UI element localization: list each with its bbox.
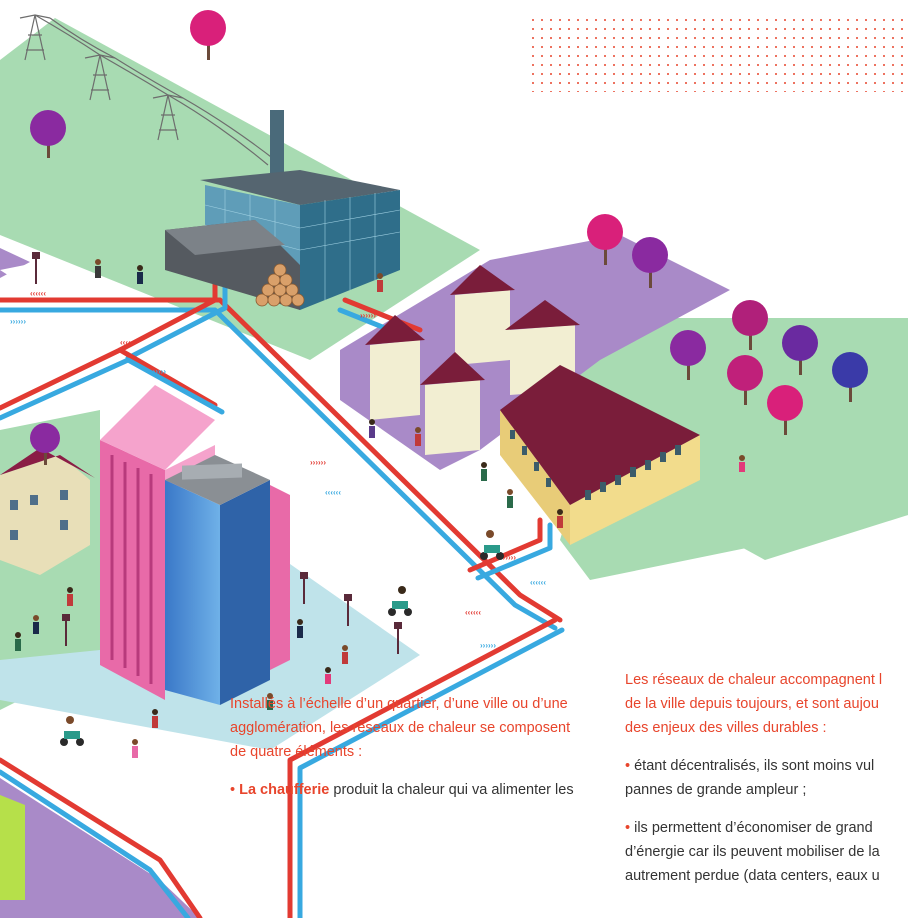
person xyxy=(33,615,39,634)
person xyxy=(67,587,73,606)
scooter xyxy=(60,716,84,746)
residential-plot-bottom xyxy=(0,778,200,918)
heat-network xyxy=(0,247,565,918)
hot-pipe-bottom xyxy=(287,617,558,918)
bullet-item-continued: pannes de grande ampleur ; xyxy=(625,782,807,798)
person xyxy=(152,709,158,728)
tree xyxy=(190,10,226,60)
tree xyxy=(767,385,803,435)
cold-pipe-bottom xyxy=(297,627,565,918)
person xyxy=(137,265,143,284)
cold-pipe-main xyxy=(0,307,558,631)
flow-arrow: ‹‹‹‹‹‹ xyxy=(120,338,136,347)
people xyxy=(15,259,745,758)
person xyxy=(342,645,348,664)
blue-tower xyxy=(165,455,290,705)
person xyxy=(739,455,745,472)
person xyxy=(297,619,303,638)
person xyxy=(507,489,513,508)
flow-arrow: ‹‹‹‹‹‹ xyxy=(325,488,341,497)
person xyxy=(369,419,375,438)
hot-pipe-main xyxy=(0,297,563,623)
flow-arrow: ‹‹‹‹‹‹ xyxy=(530,578,546,587)
person xyxy=(481,462,487,481)
townhouse xyxy=(420,352,485,455)
hot-pipe-houses xyxy=(342,297,423,333)
townhouse xyxy=(450,265,515,365)
component-title: La chaufferie xyxy=(239,782,330,798)
scooters xyxy=(60,530,504,746)
road-diagonal xyxy=(0,262,560,600)
person xyxy=(95,259,101,278)
pink-tower-wing xyxy=(270,485,290,670)
intro-line: Installés à l’échelle d’un quartier, d’u… xyxy=(230,696,568,712)
street-lamp xyxy=(300,572,308,604)
tree xyxy=(732,300,768,350)
person xyxy=(15,632,21,651)
flow-arrow: ›››››› xyxy=(500,553,516,562)
heating-plant xyxy=(165,110,401,310)
intro-line: Les réseaux de chaleur accompagnent l xyxy=(625,672,883,688)
dot-pattern xyxy=(525,14,908,92)
description-right: Les réseaux de chaleur accompagnent l de… xyxy=(625,668,882,888)
person xyxy=(132,739,138,758)
intro-line: des enjeux des villes durables : xyxy=(625,720,827,736)
street-lamp xyxy=(32,252,40,284)
street-lamp xyxy=(394,622,402,654)
hot-pipe-manor xyxy=(467,517,543,573)
townhouses xyxy=(365,265,580,455)
bullet-item-continued: d’énergie car ils peuvent mobiliser de l… xyxy=(625,844,880,860)
street-lamp xyxy=(62,614,70,646)
intro-line: de la ville depuis toujours, et sont auj… xyxy=(625,696,879,712)
flow-arrow: ›››››› xyxy=(10,317,26,326)
flow-arrow: ›››››› xyxy=(480,641,496,650)
manor-building xyxy=(500,365,700,545)
tree xyxy=(30,423,60,465)
flow-arrow: ›››››› xyxy=(360,311,376,320)
flow-arrow: ‹‹‹‹‹‹ xyxy=(30,289,46,298)
flow-arrows: ‹‹‹‹‹‹ ›››››› ‹‹‹‹‹‹ ›››››› ›››››› ›››››… xyxy=(10,289,546,650)
bullet-item: • ils permettent d’économiser de grand xyxy=(625,820,873,836)
tree xyxy=(670,330,706,380)
hot-pipe-lower-left xyxy=(0,757,203,918)
flow-arrow: ›››››› xyxy=(150,367,166,376)
person xyxy=(267,693,273,710)
tree xyxy=(832,352,868,402)
cold-pipe-left xyxy=(0,357,225,421)
flow-arrow: ›››››› xyxy=(310,458,326,467)
scooter xyxy=(480,530,504,560)
person xyxy=(557,509,563,528)
park-plot-right xyxy=(500,318,908,560)
bullet-item: • étant décentralisés, ils sont moins vu… xyxy=(625,758,875,774)
flow-arrow: ‹‹‹‹‹‹ xyxy=(465,608,481,617)
townhouse xyxy=(365,315,425,420)
cold-pipe-lower-left xyxy=(0,769,191,918)
scooter xyxy=(388,586,412,616)
school-building xyxy=(0,448,95,575)
bullet-item-continued: autrement perdue (data centers, eaux u xyxy=(625,868,880,884)
wood-log-pile xyxy=(255,263,305,307)
power-line xyxy=(19,14,276,166)
description-left: Installés à l’échelle d’un quartier, d’u… xyxy=(230,692,574,802)
street-lamps xyxy=(32,252,402,654)
person xyxy=(415,427,421,446)
intro-line: agglomération, les réseaux de chaleur se… xyxy=(230,720,571,736)
tree xyxy=(782,325,818,375)
tree xyxy=(30,110,66,158)
person xyxy=(377,273,383,292)
hot-pipe-left xyxy=(0,347,218,411)
component-description: produit la chaleur qui va alimenter les xyxy=(329,782,574,798)
cold-pipe-manor xyxy=(475,522,553,581)
trees xyxy=(30,10,868,465)
person xyxy=(325,667,331,684)
tree xyxy=(727,355,763,405)
tree xyxy=(587,214,623,265)
intro-line: de quatre éléments : xyxy=(230,744,363,760)
chimney xyxy=(270,110,284,190)
street-lamp xyxy=(344,594,352,626)
component-item: • La chaufferie produit la chaleur qui v… xyxy=(230,782,574,798)
green-block xyxy=(0,795,25,900)
tree xyxy=(632,237,668,288)
